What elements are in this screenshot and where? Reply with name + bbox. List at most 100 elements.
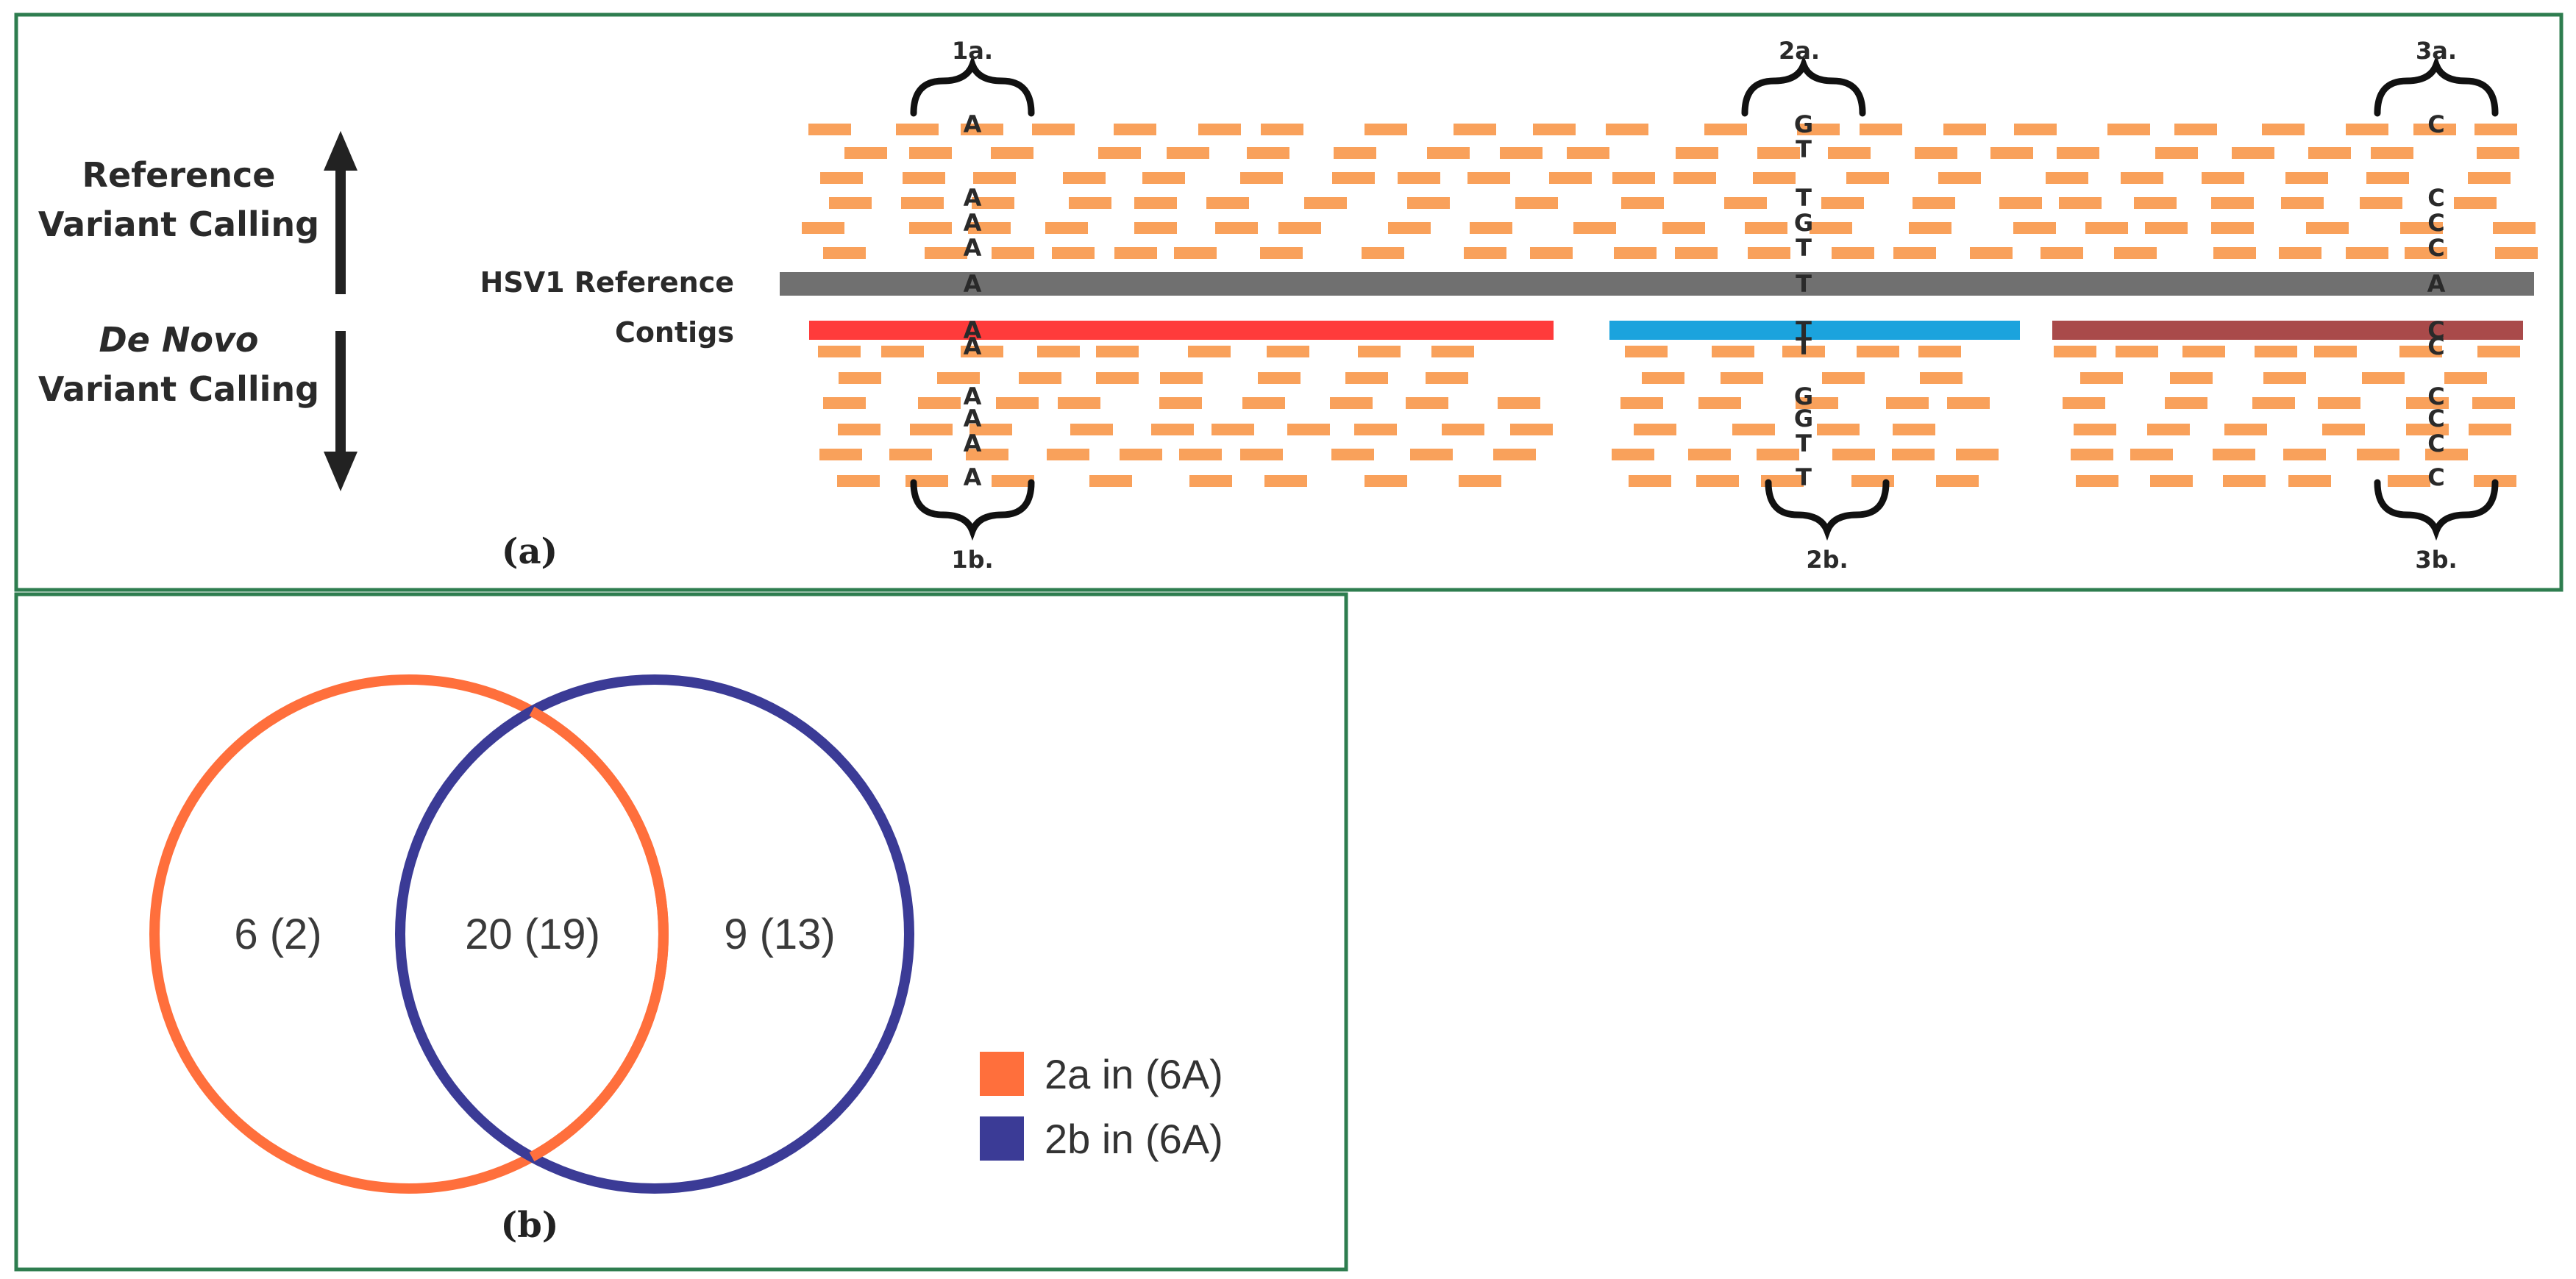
read-fragment: [1431, 346, 1474, 357]
read-fragment: [2074, 424, 2116, 435]
read-fragment: [1114, 124, 1156, 135]
read-fragment: [1211, 424, 1254, 435]
read-fragment: [1732, 424, 1775, 435]
read-fragment: [2308, 147, 2351, 159]
read-fragment: [1151, 424, 1194, 435]
read-fragment: [2145, 222, 2188, 234]
read-fragment: [1938, 172, 1981, 184]
base-letter: C: [2427, 405, 2444, 432]
read-fragment: [1696, 475, 1739, 487]
read-fragment: [1612, 449, 1654, 460]
venn-right-only-value: 9 (13): [724, 911, 836, 958]
read-fragment: [2063, 397, 2105, 409]
read-fragment: [1712, 346, 1754, 357]
read-fragment: [844, 147, 887, 159]
read-fragment: [1365, 124, 1407, 135]
base-letter: T: [1796, 135, 1812, 163]
site-3-bottom-label: 3b.: [2415, 546, 2457, 574]
read-fragment: [2170, 372, 2213, 384]
read-fragment: [1454, 124, 1496, 135]
read-fragment: [1334, 147, 1376, 159]
contig-2-bar: [1609, 321, 2020, 340]
read-fragment: [1892, 449, 1935, 460]
read-fragment: [2071, 449, 2113, 460]
read-fragment: [1832, 449, 1875, 460]
read-fragment: [1893, 247, 1936, 259]
read-fragment: [1240, 449, 1283, 460]
base-letter: G: [1794, 110, 1813, 138]
read-fragment: [1045, 222, 1088, 234]
base-letter: A: [964, 234, 982, 262]
read-fragment: [2399, 346, 2442, 357]
read-fragment: [1943, 124, 1986, 135]
read-fragment: [910, 424, 953, 435]
read-fragment: [1909, 222, 1951, 234]
panel-a-label: (a): [502, 531, 558, 572]
read-fragment: [903, 172, 945, 184]
read-fragment: [2232, 147, 2274, 159]
site-2-top-label: 2a.: [1779, 37, 1820, 65]
read-fragment: [2223, 475, 2266, 487]
base-letter: C: [2427, 463, 2444, 491]
brace-icon: [910, 479, 1035, 541]
contig-3-bar: [2052, 321, 2523, 340]
read-fragment: [972, 197, 1014, 209]
read-fragment: [2306, 222, 2349, 234]
read-fragment: [2388, 475, 2430, 487]
read-fragment: [1500, 147, 1543, 159]
read-fragment: [1510, 424, 1553, 435]
read-fragment: [1676, 147, 1718, 159]
read-fragment: [1612, 172, 1655, 184]
read-fragment: [1606, 124, 1648, 135]
read-fragment: [2281, 197, 2324, 209]
read-fragment: [968, 222, 1011, 234]
read-fragment: [1999, 197, 2042, 209]
contigs-track-label: Contigs: [615, 316, 734, 349]
base-letter: A: [964, 430, 982, 457]
read-fragment: [802, 222, 844, 234]
read-fragment: [1019, 372, 1061, 384]
read-fragment: [1828, 147, 1871, 159]
read-fragment: [2202, 172, 2244, 184]
read-fragment: [1625, 346, 1668, 357]
read-fragment: [2262, 124, 2305, 135]
read-fragment: [2147, 424, 2190, 435]
base-letter: G: [1794, 382, 1813, 410]
read-fragment: [2107, 124, 2150, 135]
read-fragment: [1206, 197, 1249, 209]
read-fragment: [1160, 372, 1203, 384]
read-fragment: [1331, 449, 1374, 460]
read-fragment: [2076, 475, 2118, 487]
reference-label-line2: Variant Calling: [38, 204, 319, 244]
read-fragment: [1533, 124, 1576, 135]
read-fragment: [837, 475, 880, 487]
read-fragment: [1189, 475, 1232, 487]
read-fragment: [2116, 346, 2158, 357]
read-fragment: [1673, 172, 1716, 184]
read-fragment: [1620, 397, 1663, 409]
read-fragment: [1782, 346, 1825, 357]
read-fragment: [1642, 372, 1684, 384]
read-fragment: [1498, 397, 1540, 409]
read-fragment: [1573, 222, 1616, 234]
read-fragment: [992, 475, 1034, 487]
read-fragment: [2134, 197, 2177, 209]
base-letter: T: [1796, 463, 1812, 491]
read-fragment: [1757, 449, 1799, 460]
venn-left-only-value: 6 (2): [234, 911, 321, 958]
read-fragment: [1515, 197, 1558, 209]
site-1-bottom-label: 1b.: [951, 546, 993, 574]
read-fragment: [1947, 397, 1990, 409]
read-fragment: [2279, 247, 2321, 259]
base-letter: T: [1796, 184, 1812, 212]
down-arrow-icon: [324, 331, 357, 491]
read-fragment: [1410, 449, 1453, 460]
read-fragment: [2400, 222, 2443, 234]
read-fragment: [2046, 172, 2088, 184]
read-fragment: [2472, 397, 2515, 409]
read-fragment: [973, 172, 1016, 184]
read-fragment: [1936, 475, 1979, 487]
brace-icon: [910, 54, 1035, 117]
read-fragment: [1757, 147, 1800, 159]
